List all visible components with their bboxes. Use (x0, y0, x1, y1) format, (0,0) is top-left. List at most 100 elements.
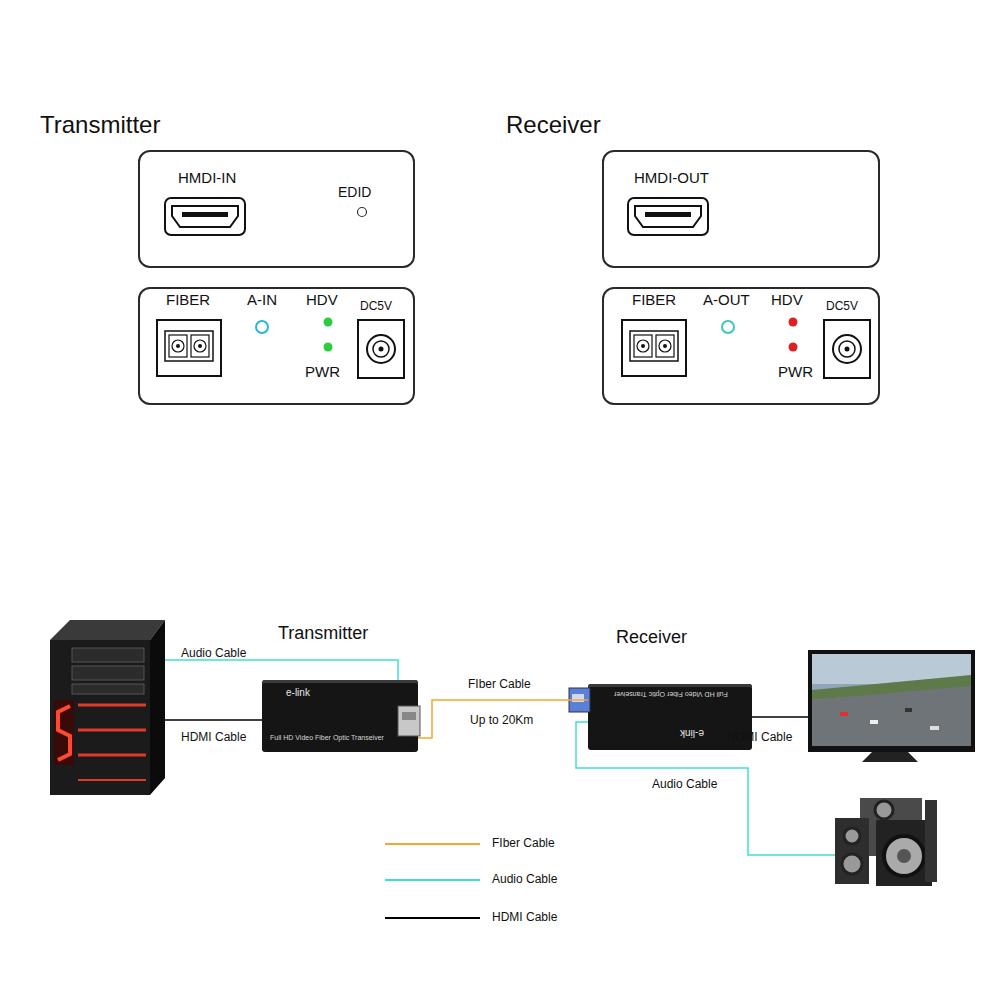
tv-car (870, 720, 878, 724)
jack-pin (379, 347, 384, 352)
tower-front (50, 640, 150, 795)
hdmi-port (628, 198, 708, 235)
subwoofer (876, 820, 932, 886)
connector-core (641, 344, 645, 348)
panel-box: FIBER A-OUT HDV PWR DC5V (602, 287, 880, 405)
connector-port (634, 335, 652, 357)
connector-core (176, 344, 180, 348)
red-accent (78, 704, 146, 707)
cable-label: HDMI Cable (181, 731, 246, 744)
port-outline (628, 198, 708, 235)
edge-label: FIber Cable (468, 678, 531, 691)
fiber-connector (622, 320, 686, 376)
red-accent (78, 779, 146, 781)
jack-ring (367, 335, 395, 363)
legend-text: Audio Cable (492, 873, 557, 886)
jack-pin (845, 347, 850, 352)
hdmi-cable (165, 719, 262, 721)
connector-core (198, 344, 202, 348)
logo-mark (58, 706, 70, 760)
led-label: HDV (306, 292, 338, 309)
red-accent (78, 729, 146, 732)
led-label: HDV (771, 292, 803, 309)
port-shape (172, 206, 238, 227)
tv-frame (808, 650, 975, 752)
connector-ferrule (194, 340, 206, 352)
panel-box: ReceiverHMDI-OUT (602, 150, 880, 268)
connector-body (165, 331, 213, 361)
port-label: FIBER (166, 292, 210, 309)
tv-trees (812, 675, 971, 700)
jack-outline (358, 320, 404, 378)
audio-jack (722, 321, 734, 333)
heading: Receiver (616, 628, 687, 648)
cable-label: Audio Cable (181, 647, 246, 660)
audio-jack (256, 321, 268, 333)
port-outline (165, 198, 245, 235)
speaker-cone (875, 801, 893, 819)
heading: Receiver (506, 112, 601, 138)
legend-text: HDMI Cable (492, 911, 557, 924)
tv-car (840, 712, 848, 716)
connector-ferrule (659, 340, 671, 352)
status-led (789, 343, 798, 352)
cable-label: Audio Cable (652, 778, 717, 791)
drive-bay (72, 666, 144, 680)
computer-tower (50, 620, 165, 795)
speaker-cone (897, 849, 911, 863)
hdmi-cable (752, 716, 808, 718)
tv-car (930, 726, 939, 730)
legend-swatch (385, 843, 480, 845)
cables (165, 660, 835, 855)
tv-car (905, 708, 912, 712)
port-pins (645, 212, 691, 217)
connector-outline (622, 320, 686, 376)
port-shape (635, 206, 701, 227)
tv-screen (812, 654, 971, 746)
port-label: DC5V (826, 300, 858, 313)
port-label: A-OUT (703, 292, 750, 309)
led-label: PWR (778, 364, 813, 381)
brand-label: e-link (286, 687, 310, 698)
logo-glow (54, 700, 74, 765)
speaker-cone (844, 828, 860, 844)
connector-ferrule (172, 340, 184, 352)
fiber-cable (418, 700, 588, 738)
legend-text: FIber Cable (492, 837, 555, 850)
port-pins (182, 212, 228, 217)
sfp-port (572, 694, 584, 702)
tower-top (50, 620, 165, 640)
drive-bay (72, 684, 144, 694)
heading: Transmitter (278, 624, 368, 644)
connector-port (656, 335, 674, 357)
speakers (835, 798, 937, 886)
heading: Transmitter (40, 112, 160, 138)
fiber-connector (157, 320, 221, 376)
product-label: Full HD Video Fiber Optic Transeiver (614, 690, 728, 698)
port-label: DC5V (360, 300, 392, 313)
sfp-port (402, 712, 416, 720)
sfp-module (569, 688, 590, 712)
port-label: FIBER (632, 292, 676, 309)
panel-box: FIBERA-INHDVPWRDC5V (138, 287, 415, 405)
status-led (324, 343, 333, 352)
button-label: EDID (338, 185, 371, 200)
sfp-module (398, 706, 420, 736)
device-box: ReceiverFull HD Video Fiber Optic Transe… (588, 684, 752, 750)
television (808, 650, 975, 762)
edid-button (358, 208, 367, 217)
speaker-box (925, 800, 937, 882)
connector-port (191, 335, 209, 357)
status-led (789, 318, 798, 327)
hdmi-port (165, 198, 245, 235)
led-label: PWR (305, 364, 340, 381)
cable-label: Up to 20Km (470, 714, 533, 727)
jack-outline (824, 320, 870, 378)
connector-port (169, 335, 187, 357)
speaker-cone (884, 836, 924, 876)
device-box: Transmittere-linkFull HD Video Fiber Opt… (262, 680, 418, 752)
jack-ring (839, 341, 855, 357)
product-label: Full HD Video Fiber Optic Transeiver (270, 734, 384, 742)
